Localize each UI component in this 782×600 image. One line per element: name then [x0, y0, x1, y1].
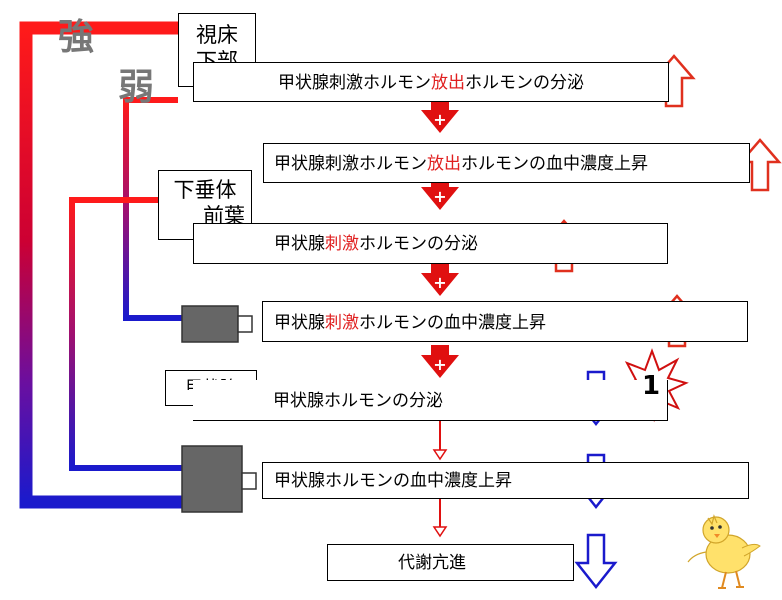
plus-arrow: + — [421, 177, 459, 210]
svg-text:+: + — [433, 273, 446, 292]
organ-label: 下垂体 — [173, 178, 237, 202]
svg-text:+: + — [433, 355, 446, 374]
step-box: 甲状腺ホルモンの分泌 — [193, 380, 668, 421]
step-box: 代謝亢進 — [327, 544, 574, 581]
step-box: 甲状腺ホルモンの血中濃度上昇 — [262, 462, 749, 499]
step-box: 甲状腺刺激ホルモンの血中濃度上昇 — [262, 301, 748, 342]
chick-illustration — [687, 514, 761, 589]
step-text: 甲状腺刺激ホルモンの分泌 — [274, 234, 478, 254]
receptor-block-small — [181, 305, 239, 343]
down-arrow-icon — [574, 533, 618, 590]
receptor-block-large — [181, 445, 243, 513]
step-box: 甲状腺刺激ホルモン放出ホルモンの分泌 — [193, 62, 669, 102]
pituitary-feedback-line — [69, 197, 185, 471]
up-arrow-icon — [738, 138, 782, 192]
plus-arrow: + — [421, 345, 459, 378]
svg-text:+: + — [433, 187, 446, 206]
organ-label: 視床 — [196, 23, 238, 47]
step-text: 代謝亢進 — [398, 553, 466, 573]
strong-label: 強 — [58, 17, 95, 58]
plus-arrow: + — [421, 100, 459, 133]
step-text: 甲状腺刺激ホルモン放出ホルモンの血中濃度上昇 — [274, 154, 648, 174]
weak-label: 弱 — [118, 67, 155, 108]
step-box: 甲状腺刺激ホルモン放出ホルモンの血中濃度上昇 — [263, 143, 750, 183]
plus-arrow: + — [421, 263, 459, 296]
step-text: 甲状腺ホルモンの分泌 — [273, 391, 443, 411]
weak-feedback-line — [123, 97, 185, 321]
step-text: 甲状腺刺激ホルモンの血中濃度上昇 — [274, 313, 546, 333]
svg-text:+: + — [433, 110, 446, 129]
step-text: 甲状腺刺激ホルモン放出ホルモンの分泌 — [278, 73, 584, 93]
step-text: 甲状腺ホルモンの血中濃度上昇 — [274, 471, 512, 491]
strong-feedback-line — [19, 21, 185, 509]
step-box: 甲状腺刺激ホルモンの分泌 — [193, 223, 668, 264]
badge-number: 1 — [642, 371, 661, 401]
